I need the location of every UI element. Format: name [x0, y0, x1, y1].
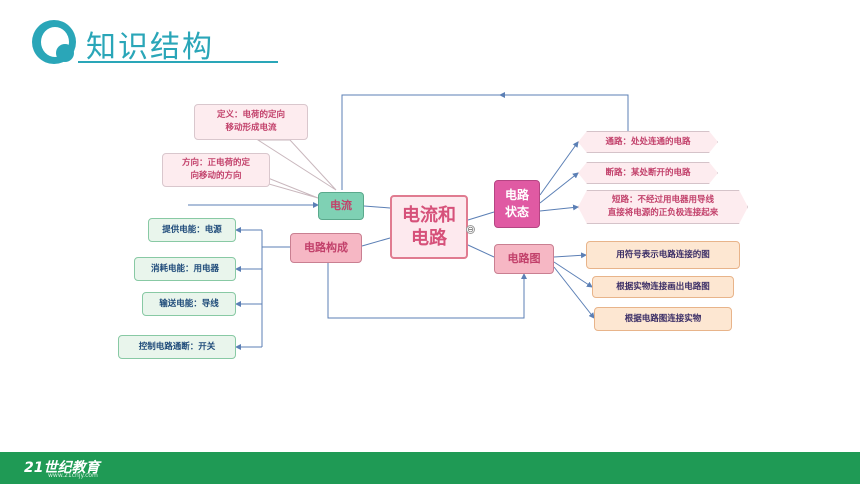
title-underline	[78, 61, 278, 63]
diagram-item: 根据电路图连接实物	[594, 307, 732, 331]
state-item: 短路：不经过用电器用导线 直接将电源的正负极连接起来	[578, 190, 748, 224]
composition-item: 输送电能：导线	[142, 292, 236, 316]
magnifier-icon-dot	[56, 44, 74, 62]
footer-brand: 21世纪教育	[24, 460, 100, 476]
footer-url: www.21cnjy.com	[48, 472, 98, 479]
diagram-item: 根据实物连接画出电路图	[592, 276, 734, 298]
footer-bar	[0, 452, 860, 484]
state-item: 通路：处处连通的电路	[578, 131, 718, 153]
node-current: 电流	[318, 192, 364, 220]
diagram-item: 用符号表示电路连接的图	[586, 241, 740, 269]
page-title: 知识结构	[86, 30, 214, 65]
center-node: 电流和 电路	[390, 195, 468, 259]
node-state: 电路 状态	[494, 180, 540, 228]
composition-item: 提供电能：电源	[148, 218, 236, 242]
collapse-toggle[interactable]: ⊖	[466, 225, 475, 234]
composition-item: 控制电路通断：开关	[118, 335, 236, 359]
composition-item: 消耗电能：用电器	[134, 257, 236, 281]
node-composition: 电路构成	[290, 233, 362, 263]
note-direction: 方向：正电荷的定 向移动的方向	[162, 153, 270, 187]
note-definition: 定义：电荷的定向 移动形成电流	[194, 104, 308, 140]
state-item: 断路：某处断开的电路	[578, 162, 718, 184]
node-diagram: 电路图	[494, 244, 554, 274]
